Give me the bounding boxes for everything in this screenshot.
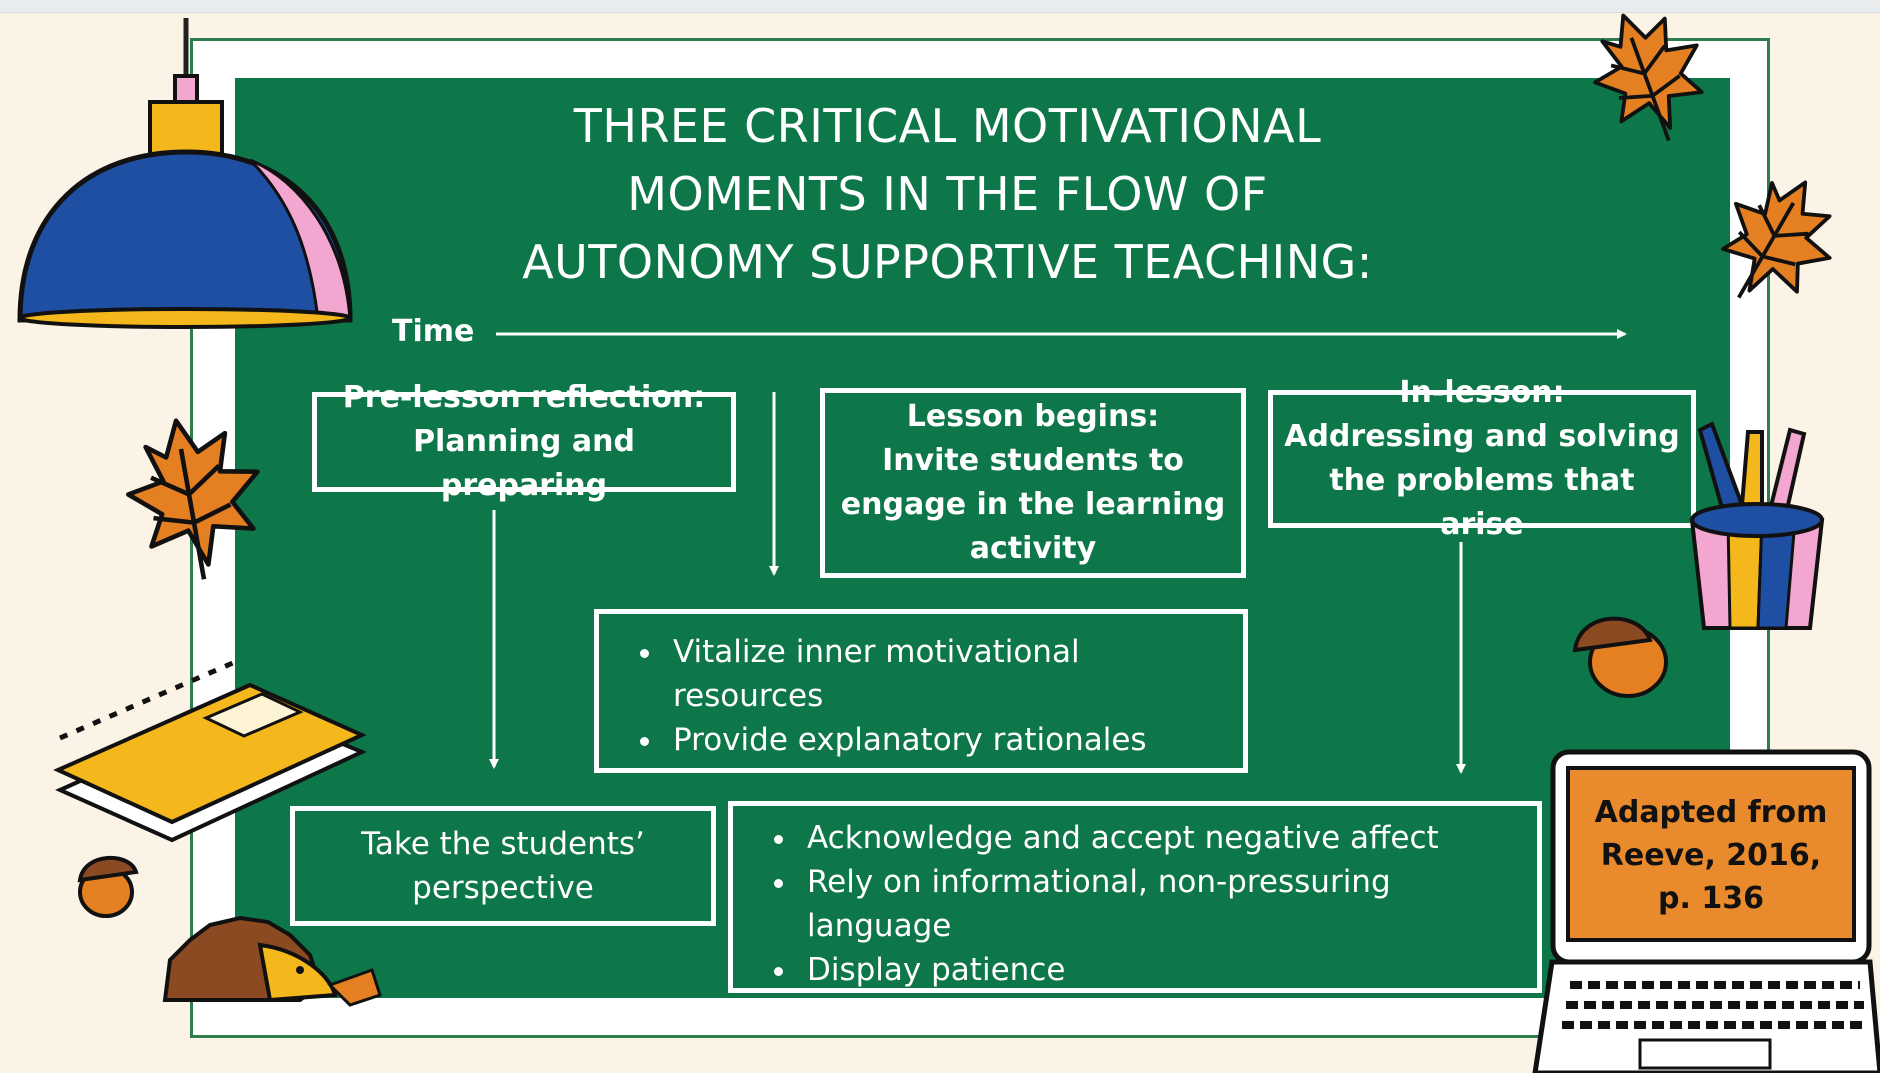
chalkboard [235, 78, 1730, 998]
outcome-line: Take the students’ [361, 826, 645, 862]
maple-leaf-icon [1694, 155, 1859, 329]
lamp-icon [17, 18, 353, 329]
notebook-icon [53, 659, 367, 843]
title-line: MOMENTS IN THE FLOW OF [627, 167, 1268, 221]
stage-line: Addressing and solving [1284, 419, 1680, 454]
stage-line: Planning and preparing [413, 424, 635, 503]
diagram-title: THREE CRITICAL MOTIVATIONAL MOMENTS IN T… [235, 92, 1660, 296]
maple-leaf-icon [1574, 0, 1726, 160]
stage-pre-lesson-box: Pre-lesson reflection: Planning and prep… [312, 380, 736, 503]
stage-in-lesson-box: In-lesson: Addressing and solving the pr… [1268, 375, 1696, 542]
credit-line: Adapted from [1594, 794, 1828, 830]
credit-line: Reeve, 2016, [1600, 837, 1822, 873]
outcome-lesson-begins-box: Vitalize inner motivational resources Pr… [594, 609, 1248, 773]
time-label: Time [392, 314, 475, 349]
pencil-cup-icon [1689, 421, 1825, 630]
maple-leaf-icon [117, 408, 274, 589]
hedgehog-icon [162, 915, 382, 1007]
stage-line: activity [969, 531, 1097, 566]
stage-line: Pre-lesson reflection: [342, 380, 706, 415]
stage-lesson-begins-box: Lesson begins: Invite students to engage… [820, 388, 1246, 578]
outcome-item: Acknowledge and accept negative affect [799, 816, 1517, 860]
stage-line: engage in the learning [840, 487, 1226, 522]
top-bar [0, 0, 1880, 13]
stage-line: Invite students to [882, 443, 1184, 478]
title-line: AUTONOMY SUPPORTIVE TEACHING: [522, 235, 1373, 289]
outcome-item: Vitalize inner motivational resources [665, 630, 1223, 718]
outcome-item: Rely on informational, non-pressuring la… [799, 860, 1517, 948]
laptop-icon [1532, 749, 1880, 1073]
title-line: THREE CRITICAL MOTIVATIONAL [573, 99, 1322, 153]
stage-line: In-lesson: [1399, 375, 1565, 410]
outcome-line: perspective [412, 870, 594, 906]
outcome-in-lesson-box: Acknowledge and accept negative affect R… [728, 801, 1542, 993]
acorn-icon [1572, 616, 1668, 698]
stage-line: Lesson begins: [906, 399, 1160, 434]
outcome-pre-lesson-box: Take the students’ perspective [290, 806, 716, 926]
acorn-icon [77, 856, 139, 918]
stage-line: the problems that arise [1329, 463, 1635, 542]
credit-box: Adapted from Reeve, 2016, p. 136 [1568, 770, 1854, 940]
outcome-item: Display patience [799, 948, 1517, 992]
credit-line: p. 136 [1658, 880, 1764, 916]
outcome-item: Provide explanatory rationales [665, 718, 1223, 762]
